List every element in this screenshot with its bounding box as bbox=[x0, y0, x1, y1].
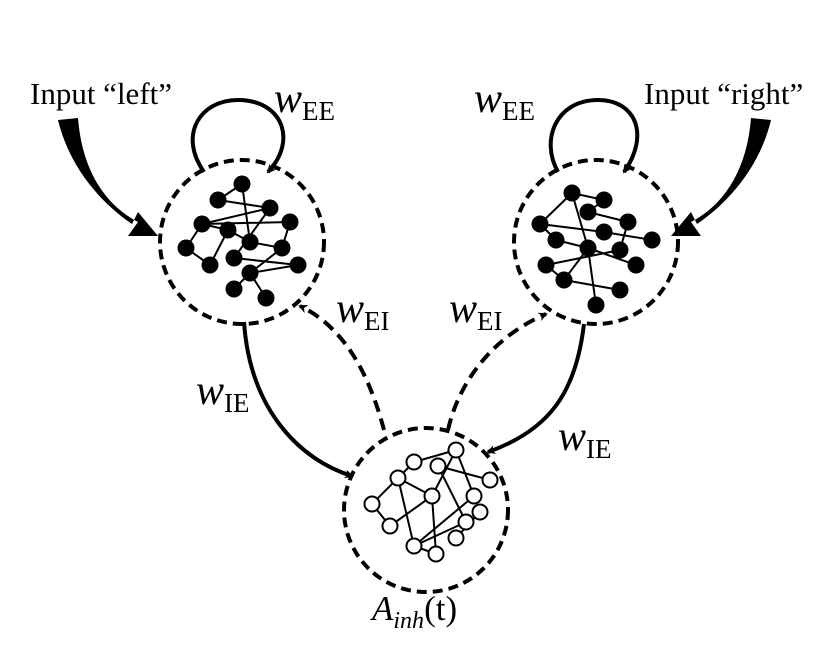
inhibitory-to-left-arrow bbox=[298, 304, 386, 431]
w-ie-right-label: wIE bbox=[558, 414, 612, 464]
input-left-label: Input “left” bbox=[30, 76, 172, 111]
self-loop-right-arrow bbox=[548, 97, 640, 174]
inhibitory-population bbox=[342, 426, 510, 594]
excitatory-population-left bbox=[158, 158, 326, 326]
input-left-arrow bbox=[58, 118, 158, 236]
w-ee-right-label: wEE bbox=[474, 76, 535, 126]
input-right-label: Input “right” bbox=[644, 76, 803, 111]
w-ei-right-label: wEI bbox=[449, 286, 503, 336]
right-to-inhibitory-arrow bbox=[486, 323, 586, 454]
w-ee-left-label: wEE bbox=[274, 76, 335, 126]
w-ie-left-label: wIE bbox=[196, 368, 250, 418]
w-ei-left-label: wEI bbox=[336, 286, 390, 336]
inhibitory-activity-label: Ainh(t) bbox=[370, 589, 457, 634]
inhibitory-to-right-arrow bbox=[446, 312, 548, 431]
left-to-inhibitory-arrow bbox=[242, 321, 354, 479]
excitatory-population-right bbox=[512, 158, 680, 326]
self-loop-left-arrow bbox=[190, 97, 286, 174]
input-right-arrow bbox=[671, 118, 771, 236]
